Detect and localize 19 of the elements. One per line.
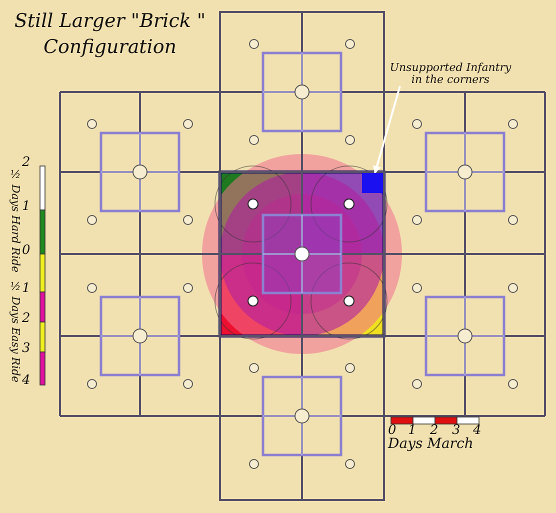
scale-number: 2 xyxy=(22,312,30,326)
scale-number: 2 xyxy=(22,156,30,170)
scale-number: 3 xyxy=(452,424,460,438)
scale-number: 3 xyxy=(22,342,30,356)
scale-number: 2 xyxy=(430,424,438,438)
annotation-text: Unsupported Infantry in the corners xyxy=(388,62,513,86)
scale-number: 1 xyxy=(408,424,416,438)
scale-number: 4 xyxy=(473,424,482,438)
title: Still Larger "Brick " Configuration xyxy=(13,9,207,60)
scale-number: 1 xyxy=(22,200,30,214)
axis-title: ½ Days Hard Ride xyxy=(8,168,22,273)
leader-arrow xyxy=(373,86,401,174)
scale-number: 0 xyxy=(22,244,30,258)
scale-number: 1 xyxy=(22,282,30,296)
scale-number: 0 xyxy=(388,424,396,438)
scale-number: 4 xyxy=(22,374,30,388)
axis-title: ½ Days Easy Ride xyxy=(8,280,22,383)
scale-title: Days March xyxy=(388,437,474,451)
corner-square xyxy=(362,173,383,193)
